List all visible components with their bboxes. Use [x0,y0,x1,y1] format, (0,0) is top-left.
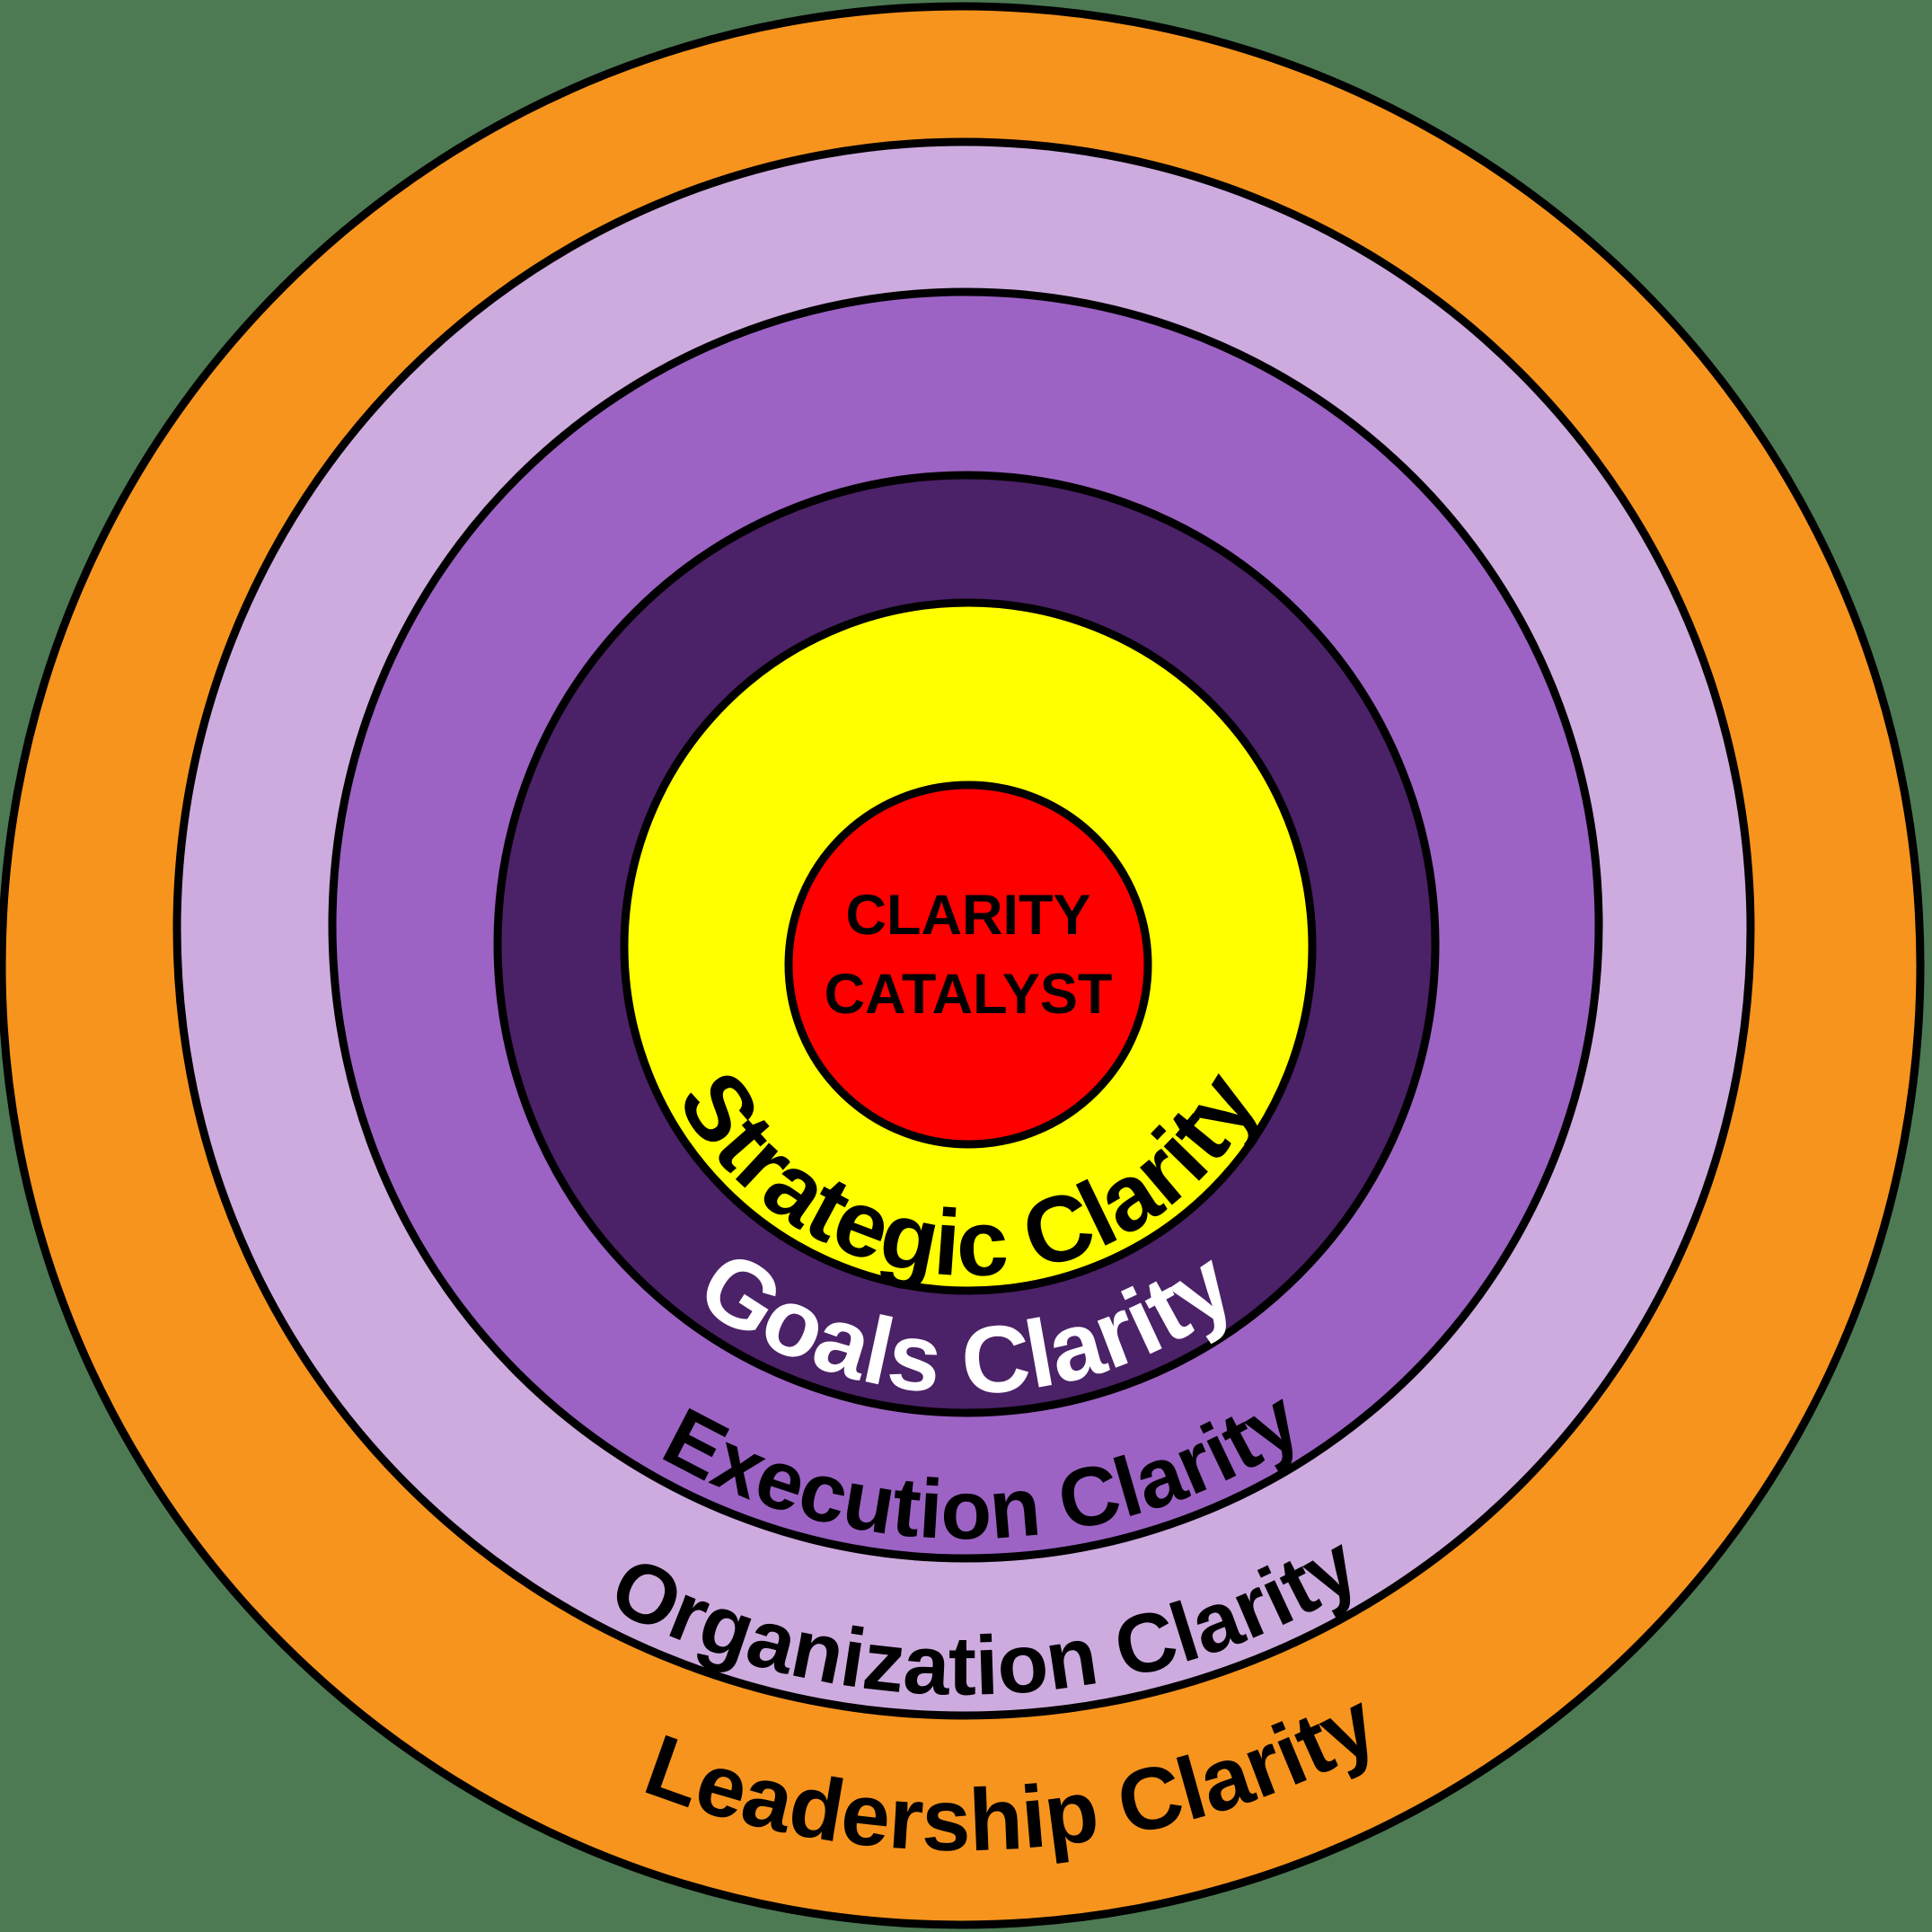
center-circle [784,781,1152,1149]
center-label-line1: CLARITY [846,884,1091,947]
center-label-line2: CATALYST [825,963,1113,1026]
